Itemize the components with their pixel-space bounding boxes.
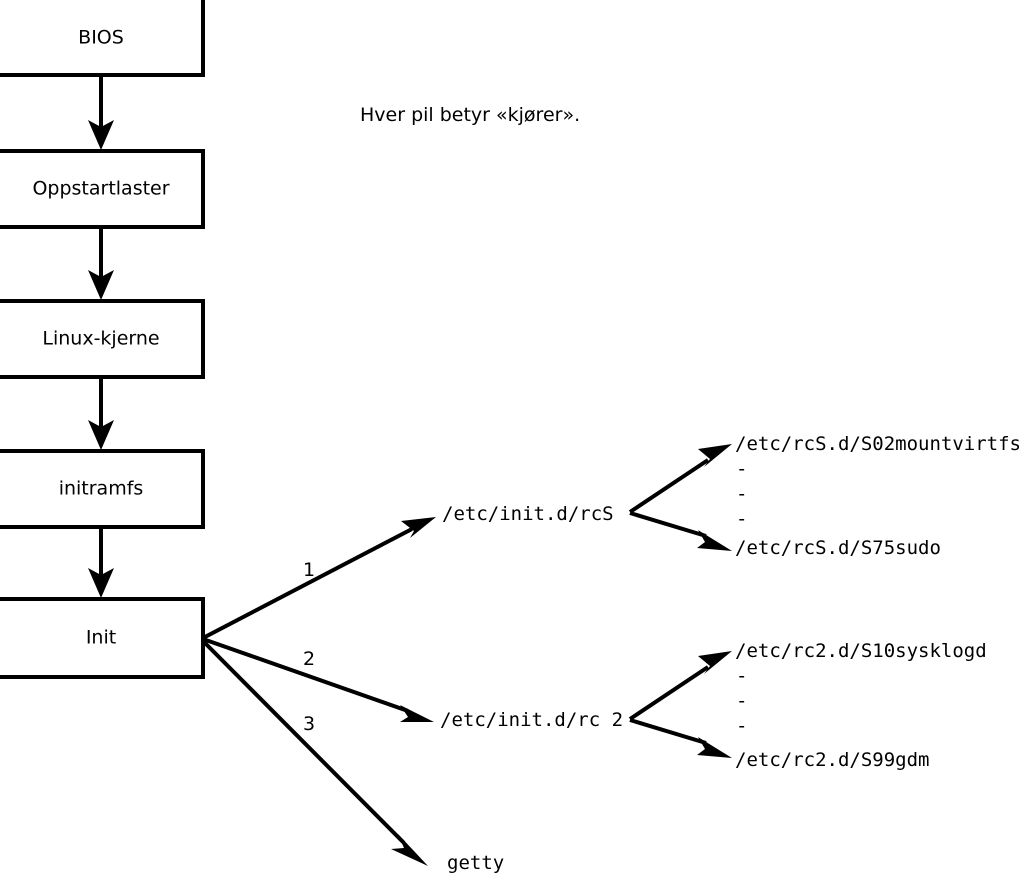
rcs-child-last-label[interactable]: /etc/rcS.d/S75sudo [735,537,941,559]
arrowhead-icon [88,270,114,300]
arrowhead-icon [698,444,732,467]
node-rcs-label[interactable]: /etc/init.d/rcS [442,503,614,525]
rcs-child-first-label[interactable]: /etc/rcS.d/S02mountvirtfs [735,433,1021,455]
arrowhead-icon [400,705,434,722]
arrow-bios-to-bootloader [88,75,114,150]
arrowhead-icon [88,568,114,598]
arrowhead-icon [697,530,732,551]
arrowhead-icon [698,651,732,674]
arrow-bootloader-to-kernel [88,227,114,300]
init-label: Init [86,627,116,649]
node-initramfs[interactable]: initramfs [0,449,205,529]
arrow-init-to-rc2 [202,637,434,722]
arrowhead-icon [697,737,732,758]
rc2-ellipsis-dash-3: - [736,715,747,737]
rc2-ellipsis-dash-1: - [736,665,747,687]
arrow-rc2-to-first-script [628,651,732,721]
init-box[interactable] [0,597,205,679]
node-rc2-label[interactable]: /etc/init.d/rc 2 [440,709,623,731]
bootloader-label: Oppstartlaster [32,178,169,200]
bios-box[interactable] [0,0,205,77]
rcs-ellipsis-dash-2: - [736,483,747,505]
bootloader-box[interactable] [0,149,205,229]
branch-number-3: 3 [303,713,315,735]
initramfs-box[interactable] [0,449,205,529]
branch-number-2: 2 [303,648,315,670]
arrowhead-icon [88,420,114,450]
arrowhead-icon [401,517,436,538]
arrow-kernel-to-initramfs [88,377,114,450]
arrow-init-to-getty [201,639,428,866]
rc2-ellipsis-dash-2: - [736,690,747,712]
node-kernel[interactable]: Linux-kjerne [0,299,205,379]
arrow-init-to-rcs [202,517,436,640]
node-bios[interactable]: BIOS [0,0,205,77]
arrow-rcs-to-first-script [628,444,732,514]
rc2-child-last-label[interactable]: /etc/rc2.d/S99gdm [735,749,929,771]
node-bootloader[interactable]: Oppstartlaster [0,149,205,229]
arrowhead-icon [391,834,428,866]
node-getty-label[interactable]: getty [447,852,504,874]
rcs-ellipsis-dash-3: - [736,508,747,530]
kernel-box[interactable] [0,299,205,379]
kernel-label: Linux-kjerne [42,328,159,350]
bios-label: BIOS [78,27,124,49]
caption-text: Hver pil betyr «kjører». [360,104,580,126]
arrowhead-icon [88,120,114,150]
initramfs-label: initramfs [59,478,144,500]
node-init[interactable]: Init [0,597,205,679]
rcs-ellipsis-dash-1: - [736,458,747,480]
rc2-child-first-label[interactable]: /etc/rc2.d/S10sysklogd [735,640,987,662]
arrow-rcs-to-last-script [629,511,732,551]
arrow-rc2-to-last-script [629,718,732,758]
branch-number-1: 1 [303,559,315,581]
arrow-initramfs-to-init [88,527,114,598]
